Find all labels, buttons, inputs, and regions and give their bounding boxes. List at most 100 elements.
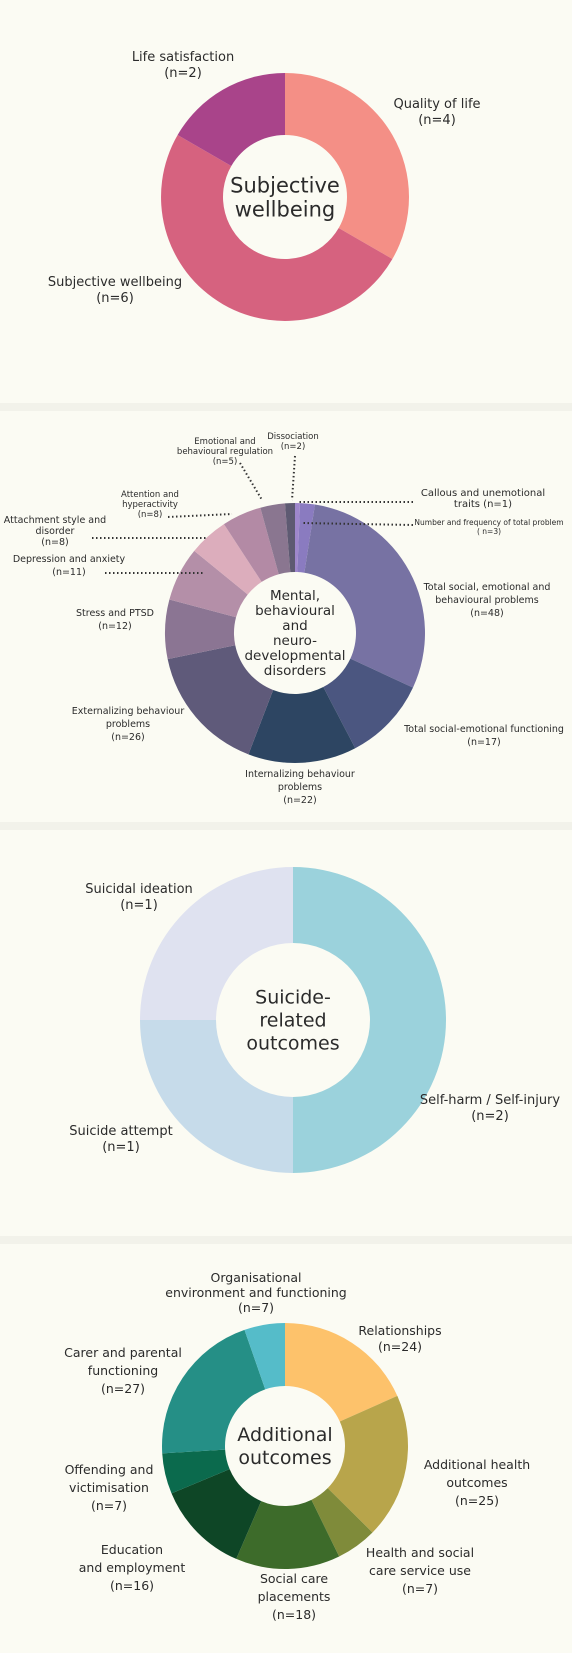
slice-label-line: (n=2) (164, 66, 202, 81)
slice-label-line: (n=12) (98, 621, 131, 632)
slice-label: Dissociation(n=2) (267, 432, 319, 452)
chart-center-title-line: wellbeing (235, 197, 336, 221)
slice-quality-of-life (285, 73, 409, 259)
chart-center-title-line: behavioural (255, 603, 335, 619)
slice-label-line: Quality of life (393, 97, 480, 112)
slice-label-line: and employment (79, 1560, 186, 1575)
slice-label-line: outcomes (446, 1475, 507, 1490)
slice-label: Life satisfaction(n=2) (132, 50, 234, 81)
slice-label-line: environment and functioning (165, 1285, 346, 1300)
slice-label-line: Total social-emotional functioning (403, 724, 564, 735)
slice-label-line: (n=7) (91, 1498, 127, 1513)
slice-label-line: placements (258, 1589, 331, 1604)
leader-line (301, 522, 414, 526)
chart-center-title-line: disorders (264, 663, 326, 679)
slice-label-line: (n=8) (138, 510, 163, 520)
slice-callous-and-unemotional-traits (295, 503, 301, 573)
slice-label-line: hyperactivity (122, 500, 178, 510)
slice-label-line: Education (101, 1542, 163, 1557)
slice-label-line: Externalizing behaviour (72, 706, 185, 717)
slice-internalizing-behaviour-problems (248, 687, 356, 764)
slice-offending-and-victimisation (162, 1449, 230, 1494)
slice-label-line: (n=18) (272, 1607, 316, 1622)
slice-social-care-placements (236, 1499, 340, 1569)
slice-label: Externalizing behaviour problems (n=26) (72, 706, 185, 743)
leader-line (291, 455, 296, 501)
slice-label-line: Emotional and (194, 437, 255, 447)
slice-emotional-and-behavioural-regulation (260, 503, 291, 575)
slice-relationships (285, 1323, 398, 1422)
slice-label-line: disorder (36, 526, 75, 537)
slice-self-harm-self-injury (293, 867, 446, 1173)
slice-label-line: (n=6) (96, 291, 134, 306)
slice-label-line: Callous and unemotional (421, 488, 545, 499)
slice-label: Total social-emotional functioning(n=17) (403, 724, 564, 748)
slice-label-line: Stress and PTSD (76, 608, 154, 619)
slice-label: Suicidal ideation(n=1) (85, 882, 193, 913)
slice-label-line: Suicidal ideation (85, 882, 193, 897)
slice-subjective-wellbeing (161, 135, 393, 321)
slice-label-line: Additional health (424, 1457, 530, 1472)
chart-center-title-line: Suicide- (255, 987, 331, 1009)
slice-label-line: Attachment style and (4, 515, 106, 526)
chart-center-title-line: Mental, (270, 588, 320, 604)
slice-label-line: Health and social (366, 1545, 474, 1560)
slice-label: Depression and anxiety (n=11) (13, 554, 126, 578)
slice-suicidal-ideation (140, 867, 293, 1020)
slice-label-line: (n=1) (120, 898, 158, 913)
chart-center-title-line: Subjective (230, 173, 340, 197)
slice-depression-and-anxiety (169, 550, 248, 618)
slice-label-line: (n=2) (471, 1109, 509, 1124)
slice-label: Stress and PTSD (n=12) (76, 608, 154, 632)
slice-label-line: Offending and (65, 1462, 154, 1477)
slice-label-line: (n=16) (110, 1578, 154, 1593)
slice-additional-health-outcomes (327, 1395, 408, 1533)
slice-label: Education and employment (n=16) (79, 1542, 186, 1593)
slice-label: Quality of life(n=4) (393, 97, 480, 128)
chart-center-title-line: and (282, 618, 307, 634)
slice-label-line: Attention and (121, 490, 179, 500)
slice-label-line: (n=11) (52, 567, 85, 578)
slice-attachment-style-and-disorder (194, 524, 262, 595)
slice-externalizing-behaviour-problems (167, 645, 274, 755)
slice-label-line: care service use (369, 1563, 471, 1578)
slice-total-social-emotional-functioning (323, 658, 413, 749)
chart-center-title-line: developmental (244, 648, 345, 664)
slice-label-line: (n=4) (418, 113, 456, 128)
slice-label-line: (n=2) (281, 442, 306, 452)
slice-label-line: problems (106, 719, 150, 730)
slice-label: Subjective wellbeing(n=6) (48, 275, 182, 306)
slice-label-line: Carer and parental (64, 1345, 182, 1360)
slice-label-line: ( n=3) (477, 527, 501, 536)
chart-center-title-line: related (259, 1010, 326, 1032)
slice-label-line: (n=27) (101, 1381, 145, 1396)
slice-label-line: Total social, emotional and (423, 582, 551, 593)
slice-suicide-attempt (140, 1020, 293, 1173)
slice-label-line: (n=26) (111, 732, 144, 743)
slice-label: Number and frequency of total problem( n… (414, 518, 563, 536)
slice-label-line: Depression and anxiety (13, 554, 126, 565)
slice-organisational-environment-and-functioning (244, 1323, 285, 1390)
slice-label-line: Relationships (358, 1323, 441, 1338)
chart-center-title-line: Additional (237, 1424, 332, 1446)
slice-label: Suicide attempt(n=1) (69, 1124, 172, 1155)
slice-health-and-social-care-service-use (311, 1488, 373, 1557)
slice-total-social-emotional-and-behavioural-problems (304, 504, 425, 688)
slice-label: Relationships(n=24) (358, 1323, 441, 1354)
chart-center-title-line: outcomes (246, 1033, 339, 1055)
slice-label: Self-harm / Self-injury(n=2) (420, 1093, 561, 1124)
slice-label-line: Dissociation (267, 432, 319, 442)
leader-line (239, 462, 263, 501)
slice-label-line: (n=24) (378, 1339, 422, 1354)
